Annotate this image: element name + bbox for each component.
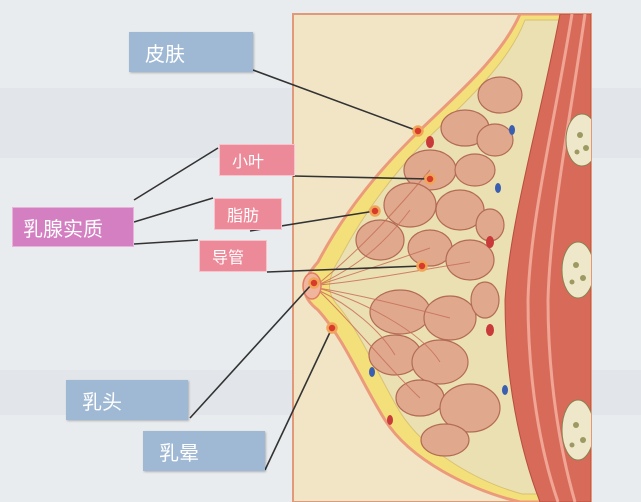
label-duct-text: 导管 <box>212 248 245 267</box>
label-glandular-parenchyma-text: 乳腺实质 <box>23 216 103 241</box>
label-glandular-parenchyma: 乳腺实质 <box>12 207 134 247</box>
label-fat: 脂肪 <box>214 198 282 230</box>
label-nipple: 乳头 <box>66 380 188 420</box>
label-skin: 皮肤 <box>129 32 253 72</box>
label-duct: 导管 <box>199 240 267 272</box>
label-lobule-text: 小叶 <box>232 152 265 171</box>
blood-vessels <box>369 125 515 425</box>
label-areola-text: 乳晕 <box>159 440 199 465</box>
muscle-band <box>546 14 587 502</box>
label-lobule: 小叶 <box>219 144 295 176</box>
label-skin-text: 皮肤 <box>145 41 185 66</box>
lobule-cluster <box>355 76 523 457</box>
rib-marrow <box>569 132 589 448</box>
rib-cross-sections <box>561 113 591 461</box>
label-areola: 乳晕 <box>143 431 265 471</box>
muscle-band <box>526 14 574 502</box>
label-nipple-text: 乳头 <box>82 389 122 414</box>
pointer-dots <box>308 125 436 334</box>
label-fat-text: 脂肪 <box>227 206 260 225</box>
leader-lines <box>133 69 431 471</box>
